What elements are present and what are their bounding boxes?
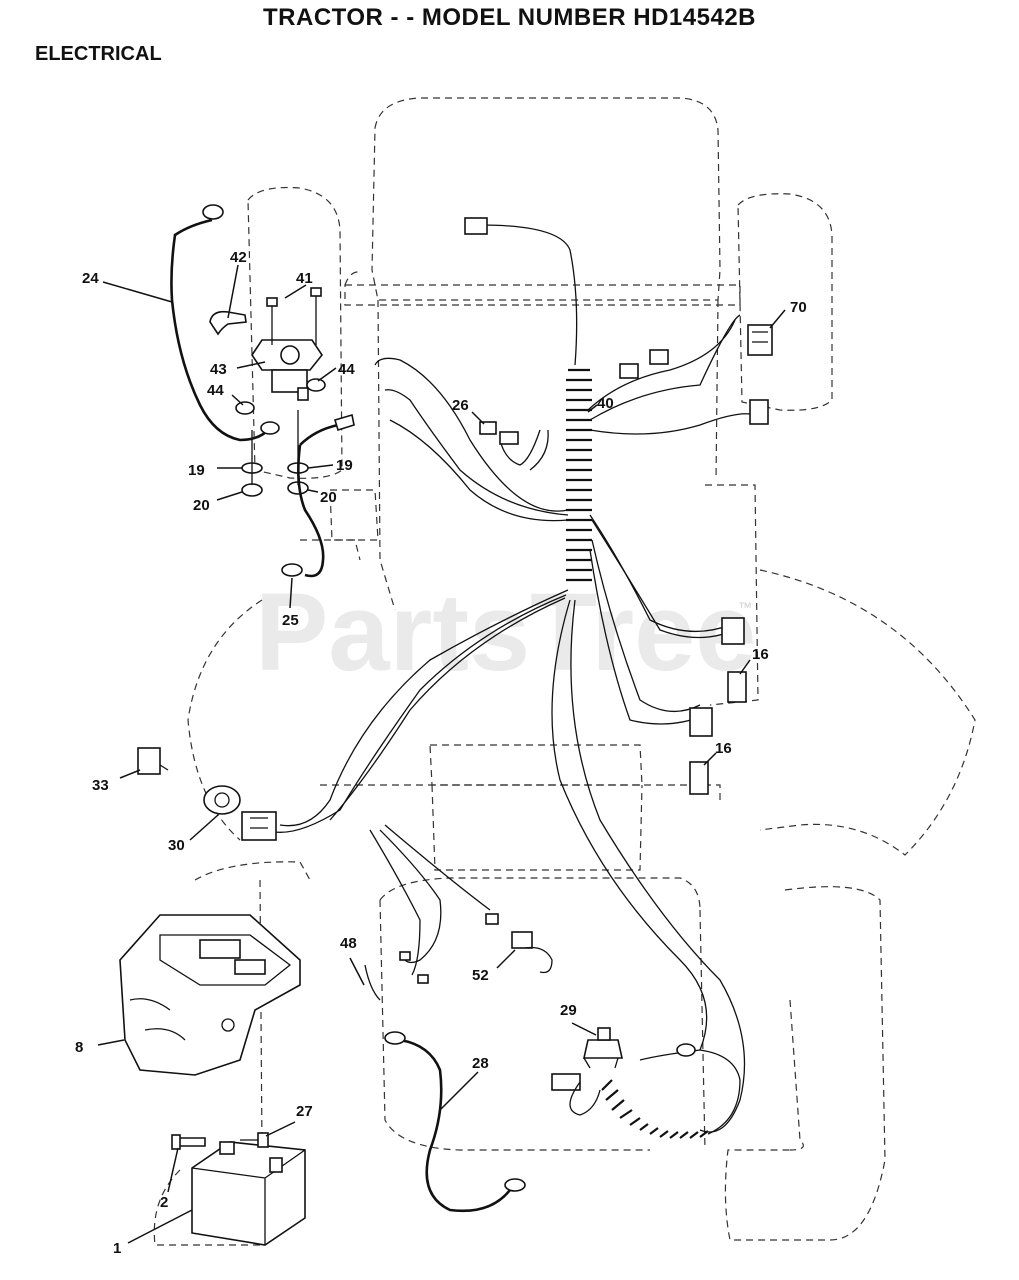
callout-29: 29 [560, 1002, 577, 1019]
callout-labels: 24 42 41 43 44 44 19 19 20 20 25 26 40 7… [75, 249, 807, 1257]
callout-44-right: 44 [338, 361, 355, 378]
part-16-connector-upper [721, 617, 747, 703]
part-27-bolt [240, 1132, 269, 1148]
part-48-wires [364, 951, 429, 1001]
callout-33: 33 [92, 777, 109, 794]
part-16-connector-lower [689, 707, 713, 795]
part-24-battery-cable [170, 204, 280, 442]
callout-26: 26 [452, 397, 469, 414]
callout-30: 30 [168, 837, 185, 854]
callout-2: 2 [160, 1194, 168, 1211]
part-28-ground-cable [384, 1031, 526, 1213]
part-52-connector [485, 913, 553, 974]
leader-lines [97, 264, 786, 1244]
callout-42: 42 [230, 249, 247, 266]
callout-41: 41 [296, 270, 313, 287]
callout-16-upper: 16 [752, 646, 769, 663]
callout-25: 25 [282, 612, 299, 629]
part-70-connector [619, 324, 773, 425]
watermark-trademark: ™ [738, 599, 752, 615]
part-8-dash-assembly [119, 914, 301, 1076]
callout-70: 70 [790, 299, 807, 316]
callout-27: 27 [296, 1103, 313, 1120]
callout-20-right: 20 [320, 489, 337, 506]
part-40-wiring-harness [274, 217, 756, 1133]
callout-44-left: 44 [207, 382, 224, 399]
part-43-solenoid [251, 339, 323, 401]
tractor-frame-outline [153, 97, 976, 1246]
part-20-nuts [241, 481, 309, 497]
part-25-ground-cable [281, 413, 355, 578]
part-33-relay [137, 747, 169, 775]
part-26-connector [479, 421, 519, 445]
part-42-strap [209, 310, 247, 336]
part-41-screws [266, 287, 322, 345]
callout-43: 43 [210, 361, 227, 378]
watermark-text: PartsTree [255, 571, 756, 694]
part-44-nuts [235, 378, 326, 415]
callout-40: 40 [597, 395, 614, 412]
callout-8: 8 [75, 1039, 83, 1056]
page-title: TRACTOR - - MODEL NUMBER HD14542B [263, 4, 756, 31]
section-heading: ELECTRICAL [35, 43, 162, 65]
stud-lines [251, 410, 299, 485]
part-30-ignition-switch [203, 785, 277, 841]
callout-19-left: 19 [188, 462, 205, 479]
callout-28: 28 [472, 1055, 489, 1072]
callout-1: 1 [113, 1240, 121, 1257]
callout-16-lower: 16 [715, 740, 732, 757]
part-1-battery [191, 1141, 306, 1246]
part-2-bolt [171, 1134, 206, 1150]
callout-19-right: 19 [336, 457, 353, 474]
part-29-switch [583, 1027, 623, 1069]
callout-24: 24 [82, 270, 99, 287]
callout-20-left: 20 [193, 497, 210, 514]
seat-switch-coiled-cord [551, 1043, 741, 1139]
callout-48: 48 [340, 935, 357, 952]
callout-52: 52 [472, 967, 489, 984]
